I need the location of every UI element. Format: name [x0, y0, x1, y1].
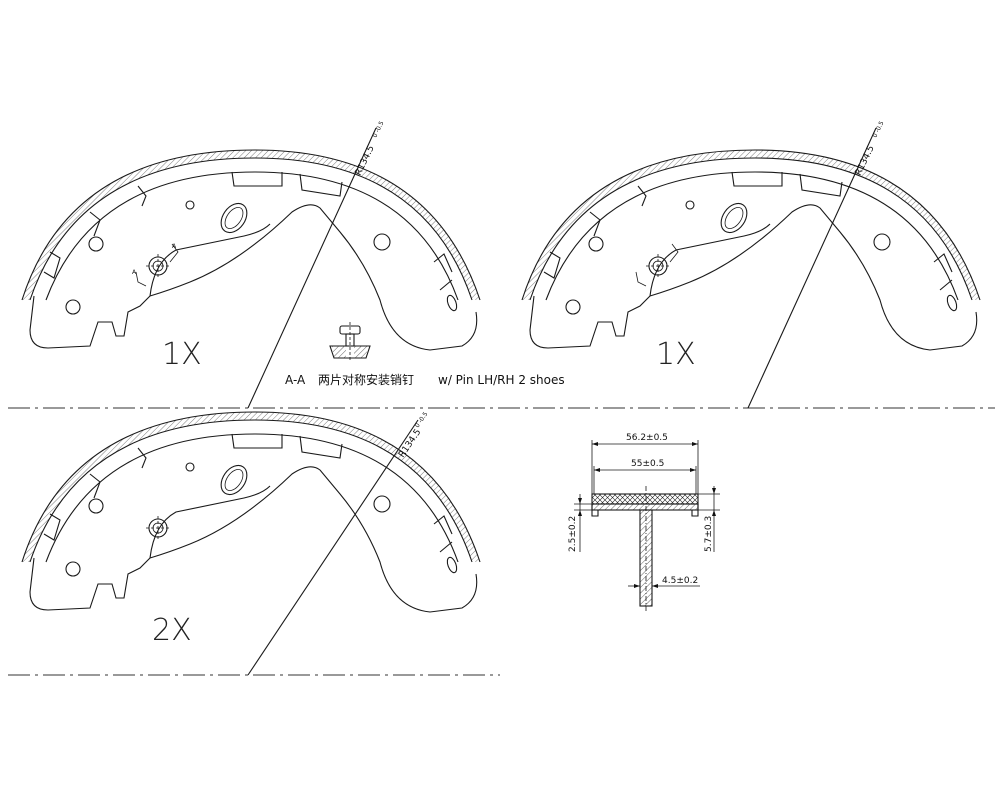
radius-leader — [247, 127, 377, 409]
radius-leader — [747, 127, 877, 409]
dim-web-thickness: 4.5±0.2 — [662, 576, 698, 586]
pin-note-chinese: 两片对称安装销钉 — [318, 372, 414, 387]
radius-tolerance: 0 -0.5 — [372, 120, 386, 139]
shoe-profile-section: 56.2±0.5 55±0.5 2.5±0.2 5.7±0.3 4.5±0.2 — [568, 433, 720, 612]
section-mark-a-lower: A — [132, 269, 137, 276]
quantity-label: 1X — [656, 337, 696, 372]
radius-leader — [247, 419, 419, 676]
pin-note-english: w/ Pin LH/RH 2 shoes — [438, 373, 565, 387]
brake-shoe-top-left: A A R134.5 0 -0.5 1X — [21, 120, 481, 409]
quantity-label: 2X — [152, 613, 192, 648]
dim-total-thickness: 5.7±0.3 — [704, 516, 714, 552]
brake-shoe-top-right: R134.5 0 -0.5 1X — [521, 120, 981, 409]
radius-tolerance: 0 -0.5 — [414, 411, 430, 430]
pin-section-view — [329, 322, 371, 362]
section-label: A-A — [285, 373, 306, 387]
radius-tolerance: 0 -0.5 — [872, 120, 886, 139]
dim-rim-width: 55±0.5 — [631, 459, 664, 469]
brake-shoe-bottom-left: R134.5 0 -0.5 2X — [21, 411, 481, 676]
dim-overall-width: 56.2±0.5 — [626, 433, 668, 443]
quantity-label: 1X — [162, 337, 202, 372]
dim-rim-thickness: 2.5±0.2 — [568, 516, 578, 552]
section-mark-a-upper: A — [172, 243, 177, 250]
